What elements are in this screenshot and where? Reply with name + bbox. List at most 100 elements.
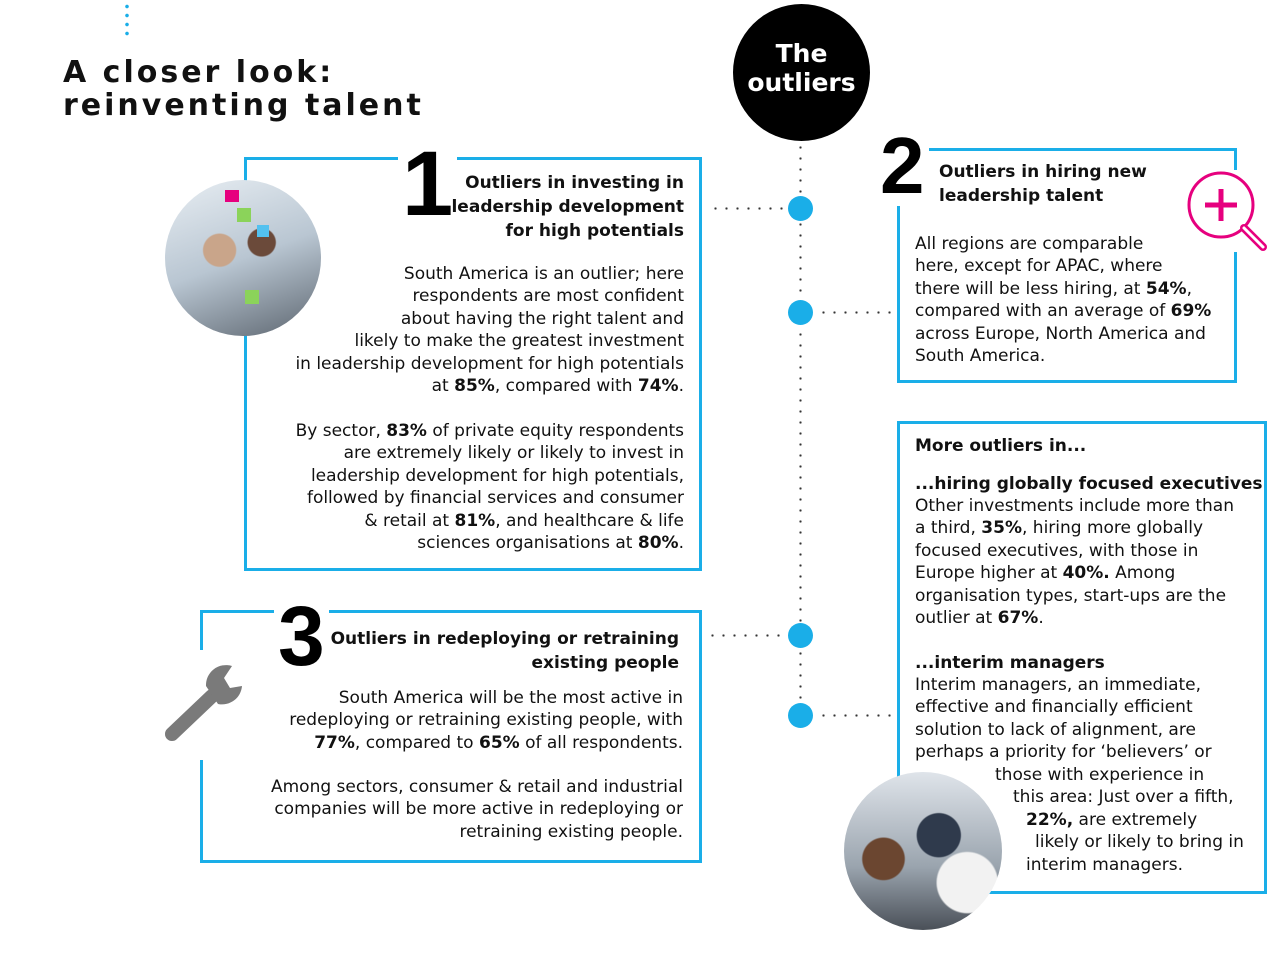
text-line: this area: Just over a fifth, [995,786,1244,808]
text-line: focused executives, with those in [915,540,1234,562]
card-heading: Outliers in investing in leadership deve… [451,171,684,243]
text-line: here, except for APAC, where [915,255,1211,277]
text: respondents are most confident [412,286,684,307]
text-line: By sector, 83% of private equity respond… [296,420,684,442]
text-line: followed by financial services and consu… [296,487,684,509]
timeline-dot [788,196,813,221]
text-line: Europe higher at 40%. Among [915,562,1234,584]
outlier-card-2 [897,148,1237,383]
text: of all respondents. [519,732,683,753]
text-line: Other investments include more than [915,495,1234,517]
text: outlier at [915,608,998,629]
timeline-dotted-line [799,142,802,722]
outlier-card-1 [244,157,702,571]
text: By sector, [295,421,387,441]
highlight-value: 65% [478,732,520,753]
text-line: retraining existing people. [271,821,683,843]
timeline-dot [788,703,813,728]
card-paragraph-indented: those with experience in this area: Just… [995,764,1244,876]
text: this area: Just over a fifth, [1013,787,1234,808]
page-title: A closer look: reinventing talent [63,56,424,122]
text: in leadership development for high poten… [295,353,684,374]
sticky-note [237,208,251,222]
highlight-value: 40%. [1062,563,1110,584]
subheading: ...hiring globally focused executives [915,474,1263,494]
sticky-note [225,190,239,202]
text: a third, [915,518,982,539]
card-paragraph: Among sectors, consumer & retail and ind… [271,776,683,843]
text: South America will be the most active in [338,688,683,708]
highlight-value: 35% [981,518,1022,539]
heading-line: Outliers in hiring new [939,162,1147,182]
text-line: likely to make the greatest investment [295,330,684,352]
card-number: 2 [876,126,929,206]
bubble-line: The [775,39,828,68]
bubble-line: outliers [747,68,856,97]
text-line: sciences organisations at 80%. [296,532,684,554]
timeline-dot [788,623,813,648]
connector-4 [818,714,893,717]
text: effective and financially efficient [915,697,1193,718]
zoom-in-magnifier-icon [1185,170,1269,252]
text: focused executives, with those in [915,540,1199,561]
text: here, except for APAC, where [915,256,1163,277]
text-line: redeploying or retraining existing peopl… [289,709,683,731]
text: compared with an average of [915,301,1171,322]
card-heading: More outliers in... [915,436,1087,456]
text: All regions are comparable [915,234,1144,254]
text-line: about having the right talent and [295,308,684,330]
heading-line: for high potentials [505,221,684,241]
text-line: at 85%, compared with 74%. [295,375,684,397]
card-heading: Outliers in hiring new leadership talent [939,160,1147,208]
text: perhaps a priority for ‘believers’ or [915,742,1212,763]
card-paragraph: Interim managers, an immediate,effective… [915,674,1212,764]
highlight-value: 54% [1145,278,1187,299]
text-line: Interim managers, an immediate, [915,674,1212,696]
connector-3 [707,634,785,637]
title-line: reinventing talent [63,88,424,123]
title-line: A closer look: [63,55,335,90]
wrench-icon [165,665,242,741]
text: , hiring more globally [1021,518,1204,539]
text-line: 22%, are extremely [995,809,1244,831]
text: Interim managers, an immediate, [915,675,1202,695]
text: followed by financial services and consu… [306,488,684,509]
text: Europe higher at [915,563,1063,584]
text-line: outlier at 67%. [915,607,1234,629]
text-line: likely or likely to bring in [995,831,1244,853]
outliers-bubble: The outliers [733,4,870,141]
heading-line: Outliers in investing in [465,173,684,193]
text: South America. [915,346,1046,367]
highlight-value: 85% [454,376,495,397]
text: . [678,533,684,554]
heading-line: existing people [531,653,680,673]
text: . [1038,608,1044,629]
text: at [431,376,455,397]
text: leadership development for high potentia… [310,465,684,486]
text-line: Among sectors, consumer & retail and ind… [271,776,683,798]
text: companies will be more active in redeplo… [274,799,683,820]
card-heading: Outliers in redeploying or retraining ex… [331,627,679,675]
text: , compared to [354,732,479,753]
text: are extremely likely or likely to invest… [343,443,684,464]
connector-2 [818,311,893,314]
text: , and healthcare & life [495,510,684,531]
text-line: leadership development for high potentia… [296,465,684,487]
text: organisation types, start-ups are the [915,585,1227,606]
timeline-dot [788,300,813,325]
text: those with experience in [995,765,1205,785]
text-line: those with experience in [995,764,1244,786]
text-line: compared with an average of 69% [915,300,1211,322]
text: likely to make the greatest investment [354,331,684,352]
card-number: 1 [398,138,458,230]
card-paragraph: South America will be the most active in… [289,687,683,754]
text: of private equity respondents [426,421,684,441]
text-line: a third, 35%, hiring more globally [915,517,1234,539]
sticky-note [245,290,259,304]
text: about having the right talent and [400,308,684,329]
highlight-value: 22%, [1026,809,1074,830]
text-line: 77%, compared to 65% of all respondents. [289,732,683,754]
text-line: solution to lack of alignment, are [915,719,1212,741]
